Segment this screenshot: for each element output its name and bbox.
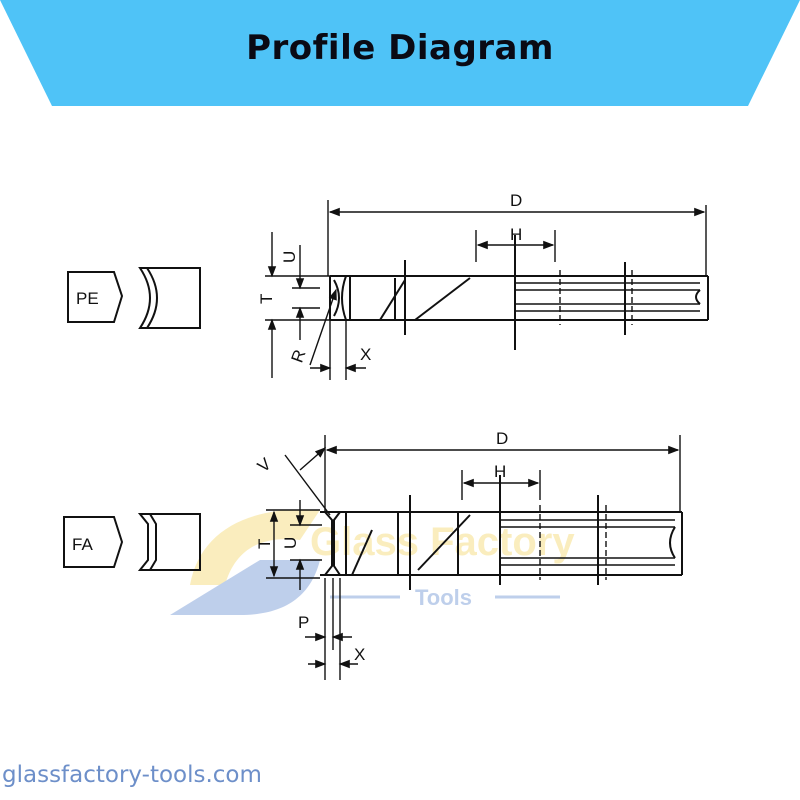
pe-code: PE <box>76 289 99 308</box>
fa-dim-u: U <box>281 537 300 549</box>
pe-dim-t: T <box>257 294 276 304</box>
fa-dim-v: V <box>254 454 275 476</box>
pe-dim-x: X <box>360 345 371 364</box>
header-banner <box>0 0 800 106</box>
fa-dim-h: H <box>494 462 506 481</box>
website-footer: glassfactory-tools.com <box>2 762 262 788</box>
pe-profile-shape <box>138 267 201 329</box>
pe-dim-u: U <box>280 251 299 263</box>
pe-profile: PE D H T <box>67 191 709 380</box>
pe-dim-r: R <box>287 347 309 365</box>
fa-profile: FA D H V <box>63 429 683 680</box>
fa-profile-shape <box>137 513 201 571</box>
pe-label-box <box>67 271 124 323</box>
watermark-sub: Tools <box>415 585 472 610</box>
pe-dim-h: H <box>510 225 522 244</box>
pe-dim-d: D <box>510 191 522 210</box>
fa-label-box <box>63 516 124 568</box>
fa-dim-d: D <box>496 429 508 448</box>
fa-code: FA <box>72 535 93 554</box>
fa-dim-t: T <box>255 539 274 549</box>
page-title: Profile Diagram <box>246 28 554 68</box>
fa-dim-p: P <box>298 613 309 632</box>
fa-dim-x: X <box>354 645 365 664</box>
watermark-logo: Glass Factory Tools <box>170 509 575 615</box>
